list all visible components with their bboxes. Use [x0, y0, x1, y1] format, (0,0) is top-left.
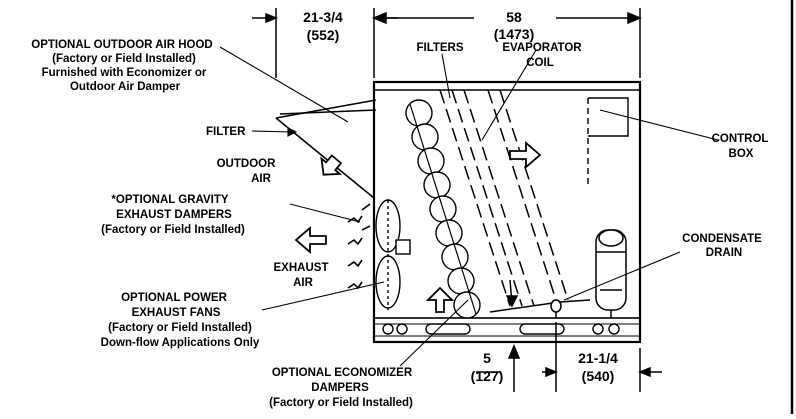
- leader-lines: [219, 46, 719, 367]
- label-economizer-line2: DAMPERS: [311, 382, 369, 394]
- control-box: [587, 97, 629, 185]
- hood-width-value: 21-3/4: [303, 9, 343, 25]
- label-air-hood: OPTIONAL OUTDOOR AIR HOOD (Factory or Fi…: [31, 39, 212, 93]
- label-power-exhaust: OPTIONAL POWER EXHAUST FANS (Factory or …: [101, 292, 260, 349]
- hood-width-mm: (552): [307, 27, 340, 43]
- label-exhaust-air: EXHAUST AIR: [274, 262, 329, 289]
- drain-offset-value: 21-1/4: [578, 350, 618, 366]
- airflow-arrow-up: [425, 286, 455, 313]
- label-filters: FILTERS: [416, 42, 463, 54]
- filters-and-coil: [439, 89, 569, 307]
- economizer-damper-blades: [405, 99, 481, 319]
- label-outdoor-air-line2: AIR: [251, 173, 272, 185]
- label-control-box: CONTROL BOX: [712, 133, 769, 160]
- label-control-box-line2: BOX: [729, 148, 754, 160]
- compressor: [595, 229, 627, 318]
- airflow-arrow-right: [509, 141, 542, 169]
- label-exhaust-air-line1: EXHAUST: [274, 262, 329, 274]
- drain-offset-mm: (540): [582, 368, 615, 384]
- unit-length-mm: (1473): [494, 26, 534, 42]
- label-air-hood-line3: Furnished with Economizer or: [42, 67, 207, 79]
- label-gravity-line3: (Factory or Field Installed): [101, 224, 245, 236]
- exhaust-fans: [375, 199, 411, 310]
- label-control-box-line1: CONTROL: [712, 133, 769, 145]
- bottom-offset-mm: (127): [471, 368, 504, 384]
- dimension-bottom-offset: [476, 344, 521, 392]
- label-economizer-line1: OPTIONAL ECONOMIZER: [272, 367, 413, 379]
- label-gravity-line2: EXHAUST DAMPERS: [116, 209, 232, 221]
- label-power-exhaust-line1: OPTIONAL POWER: [121, 292, 228, 304]
- label-power-exhaust-line2: EXHAUST FANS: [132, 307, 221, 319]
- label-evaporator-line1: EVAPORATOR: [502, 42, 582, 54]
- label-air-hood-line2: (Factory or Field Installed): [52, 53, 196, 65]
- label-air-hood-line1: OPTIONAL OUTDOOR AIR HOOD: [31, 39, 212, 51]
- label-economizer-line3: (Factory or Field Installed): [269, 397, 413, 409]
- base-holes: [382, 323, 620, 335]
- label-filter: FILTER: [206, 126, 246, 138]
- label-outdoor-air: OUTDOOR AIR: [217, 158, 276, 185]
- label-evaporator-line2: COIL: [526, 57, 553, 69]
- dimension-unit-length: [372, 8, 642, 78]
- airflow-arrows: [294, 141, 542, 313]
- exhaust-air-arrow: [294, 226, 327, 254]
- label-exhaust-air-line2: AIR: [293, 277, 314, 289]
- dimension-drain-offset: [542, 322, 662, 392]
- label-condensate-drain: CONDENSATE DRAIN: [682, 233, 762, 259]
- label-gravity-line1: *OPTIONAL GRAVITY: [111, 194, 228, 206]
- outdoor-air-arrow: [320, 154, 343, 176]
- bottom-offset-value: 5: [483, 350, 491, 366]
- drain-pan: [489, 279, 591, 318]
- label-power-exhaust-line4: Down-flow Applications Only: [101, 337, 260, 349]
- label-outdoor-air-line1: OUTDOOR: [217, 158, 276, 170]
- label-economizer-dampers: OPTIONAL ECONOMIZER DAMPERS (Factory or …: [269, 367, 413, 409]
- label-condensate-line1: CONDENSATE: [682, 233, 762, 245]
- label-condensate-line2: DRAIN: [706, 247, 742, 259]
- label-power-exhaust-line3: (Factory or Field Installed): [108, 322, 252, 334]
- label-air-hood-line4: Outdoor Air Damper: [70, 81, 181, 93]
- gravity-damper-hooks: [347, 203, 371, 290]
- label-gravity-dampers: *OPTIONAL GRAVITY EXHAUST DAMPERS (Facto…: [101, 194, 245, 236]
- unit-length-value: 58: [506, 9, 522, 25]
- label-evaporator-coil: EVAPORATOR COIL: [502, 42, 582, 69]
